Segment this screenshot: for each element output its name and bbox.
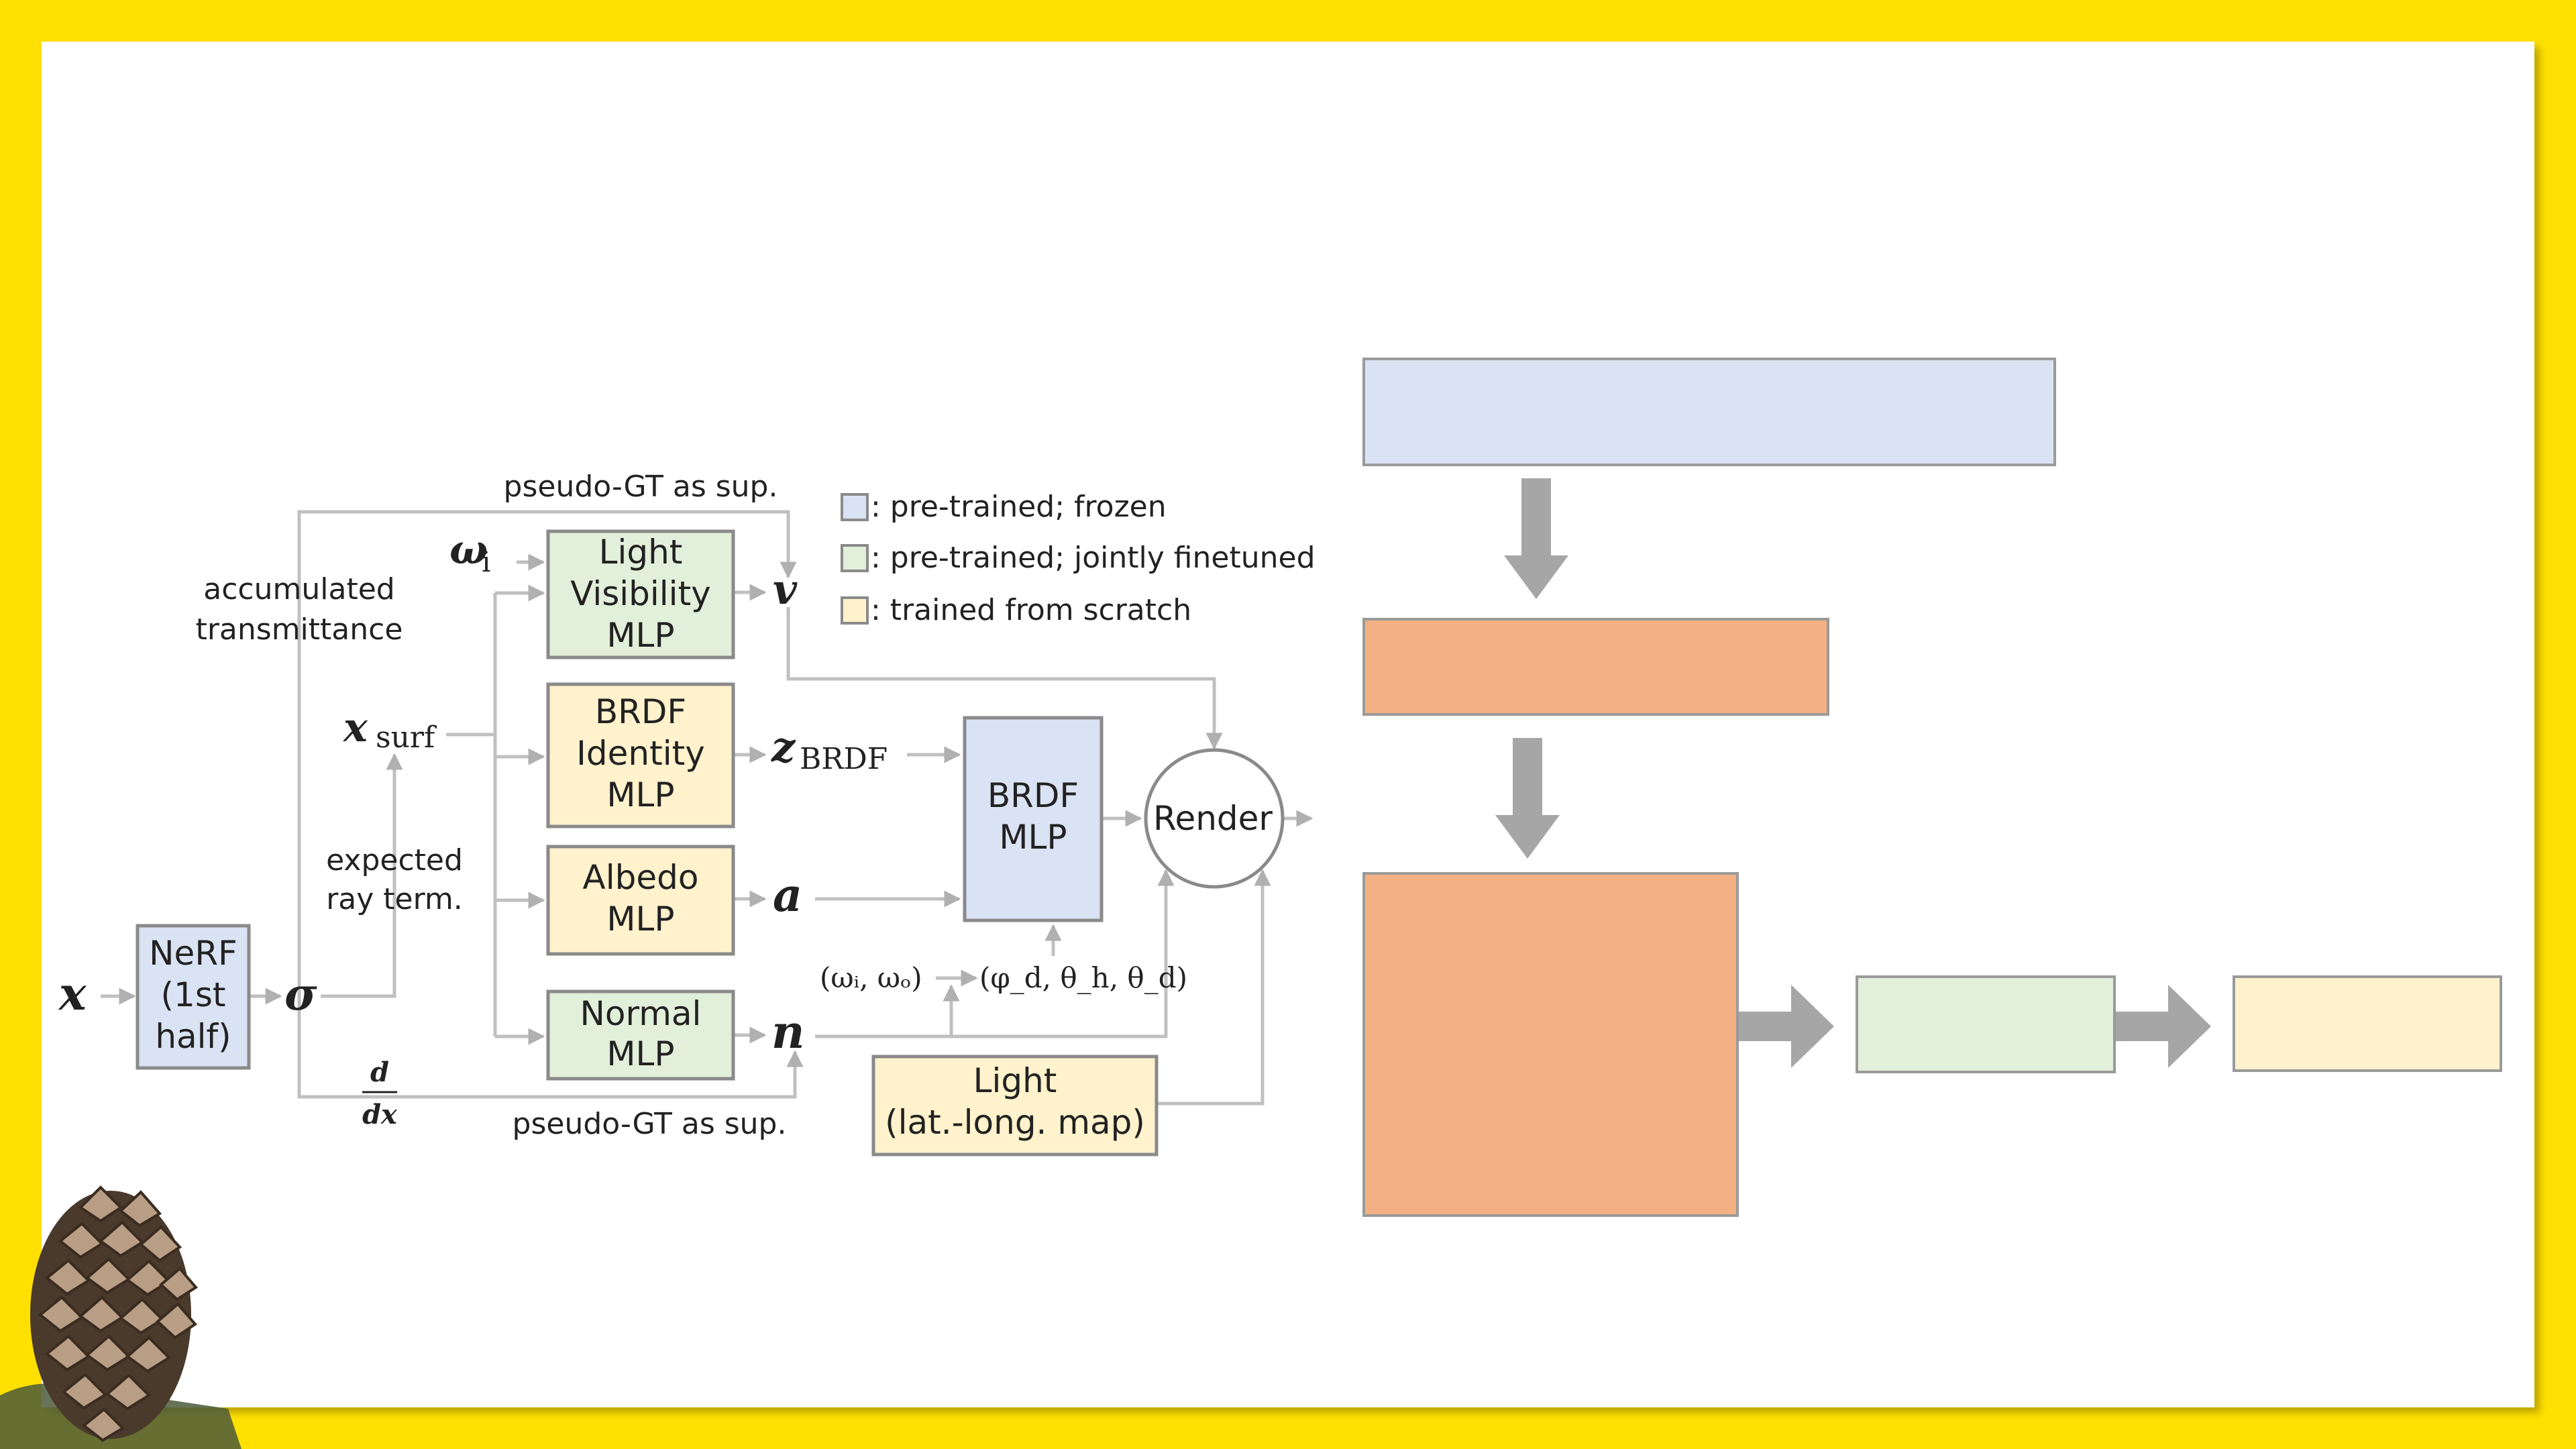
nerf-label-3: half) <box>155 1017 231 1056</box>
light-visibility-box <box>546 529 735 659</box>
pseudo-gt-top: pseudo-GT as sup. <box>504 470 778 504</box>
symbol-z-sub: BRDF <box>800 742 888 776</box>
diagram-boxes <box>136 529 1285 1157</box>
light-map-box <box>871 1055 1159 1157</box>
legend-swatch-scratch <box>841 596 869 625</box>
light-label-2: (lat.-long. map) <box>885 1103 1145 1142</box>
brdfid-label-2: Identity <box>576 734 705 773</box>
normal-label-1: Normal <box>580 994 702 1033</box>
flow-arrow-down-2 <box>1495 738 1560 859</box>
legend-text-scratch: : trained from scratch <box>871 593 1191 627</box>
symbol-phi-theta: (φ_d, θ_h, θ_d) <box>979 961 1187 994</box>
brdfmlp-label-1: BRDF <box>987 776 1079 815</box>
flowchart <box>1362 358 2502 1217</box>
legend-swatch-finetuned <box>841 544 869 572</box>
visibility-label-3: MLP <box>606 616 674 655</box>
slide-canvas <box>42 42 2534 1407</box>
legend-swatch-frozen <box>841 493 869 521</box>
legend-text-frozen: : pre-trained; frozen <box>871 490 1167 524</box>
albedo-box <box>546 845 735 956</box>
flow-box-frozen[interactable] <box>1362 358 2056 466</box>
symbol-v: v <box>773 565 798 614</box>
render-node <box>1144 748 1285 889</box>
wire-light-render <box>1157 869 1271 1106</box>
expected-label-2: ray term. <box>326 882 463 916</box>
wire-transmittance-loop <box>297 510 797 657</box>
normal-label-2: MLP <box>606 1034 674 1073</box>
accumulated-label-2: transmittance <box>196 612 403 647</box>
symbol-n: n <box>771 1006 804 1059</box>
visibility-label-1: Light <box>599 533 683 572</box>
symbol-deriv-den: dx <box>362 1099 398 1130</box>
brdfmlp-label-2: MLP <box>999 818 1067 857</box>
symbol-a: a <box>773 869 802 922</box>
flow-box-green[interactable] <box>1856 975 2116 1073</box>
normal-box <box>546 989 735 1081</box>
legend-text-finetuned: : pre-trained; jointly finetuned <box>871 541 1316 575</box>
flow-arrow-down-1 <box>1504 478 1568 599</box>
symbol-x-surf: x <box>342 704 368 751</box>
brdf-mlp-box <box>963 716 1104 922</box>
symbol-omega-pair: (ωᵢ, ωₒ) <box>820 961 922 994</box>
flow-box-cream[interactable] <box>2233 975 2502 1072</box>
symbol-omega-i: ω <box>449 527 488 574</box>
brdfid-label-1: BRDF <box>595 692 686 731</box>
visibility-label-2: Visibility <box>570 574 711 613</box>
albedo-label-2: MLP <box>606 900 674 938</box>
box-labels: NeRF (1st half) Light Visibility MLP BRD… <box>149 533 1273 1142</box>
accumulated-label-1: accumulated <box>203 572 394 606</box>
flow-box-orange-small[interactable] <box>1362 618 1829 716</box>
render-label: Render <box>1153 799 1273 838</box>
nerf-label-1: NeRF <box>149 934 237 973</box>
brdf-identity-box <box>546 682 735 828</box>
annotations: pseudo-GT as sup. pseudo-GT as sup. accu… <box>196 470 787 1141</box>
light-label-1: Light <box>973 1061 1057 1100</box>
flow-arrow-right-1 <box>1739 985 1834 1068</box>
pinecone-image <box>0 1185 241 1449</box>
symbol-z: z <box>771 722 796 771</box>
wire-sigma-xsurf <box>321 753 403 998</box>
symbol-x: x <box>58 967 87 1021</box>
nerf-label-2: (1st <box>161 975 226 1014</box>
math-symbols: x σ x surf ω i v z BRDF a n (ωᵢ, ωₒ) (φ_… <box>58 527 1187 1130</box>
expected-label-1: expected <box>326 843 463 877</box>
flow-arrow-right-2 <box>2116 985 2211 1068</box>
wire-n-render <box>815 869 1175 1038</box>
pseudo-gt-bottom: pseudo-GT as sup. <box>513 1107 787 1141</box>
wire-v-render <box>786 607 1223 750</box>
albedo-label-1: Albedo <box>583 858 699 897</box>
symbol-deriv-num: d <box>370 1057 389 1088</box>
symbol-sigma: σ <box>284 968 317 1020</box>
nerf-box <box>136 924 251 1070</box>
symbol-x-surf-sub: surf <box>376 720 437 755</box>
wire-derivative-loop <box>297 996 804 1099</box>
brdfid-label-3: MLP <box>606 775 674 814</box>
symbol-omega-i-sub: i <box>482 545 490 578</box>
legend: : pre-trained; frozen : pre-trained; joi… <box>841 490 1316 627</box>
flow-box-orange-large[interactable] <box>1362 872 1739 1217</box>
diagram-wires <box>101 510 1313 1106</box>
